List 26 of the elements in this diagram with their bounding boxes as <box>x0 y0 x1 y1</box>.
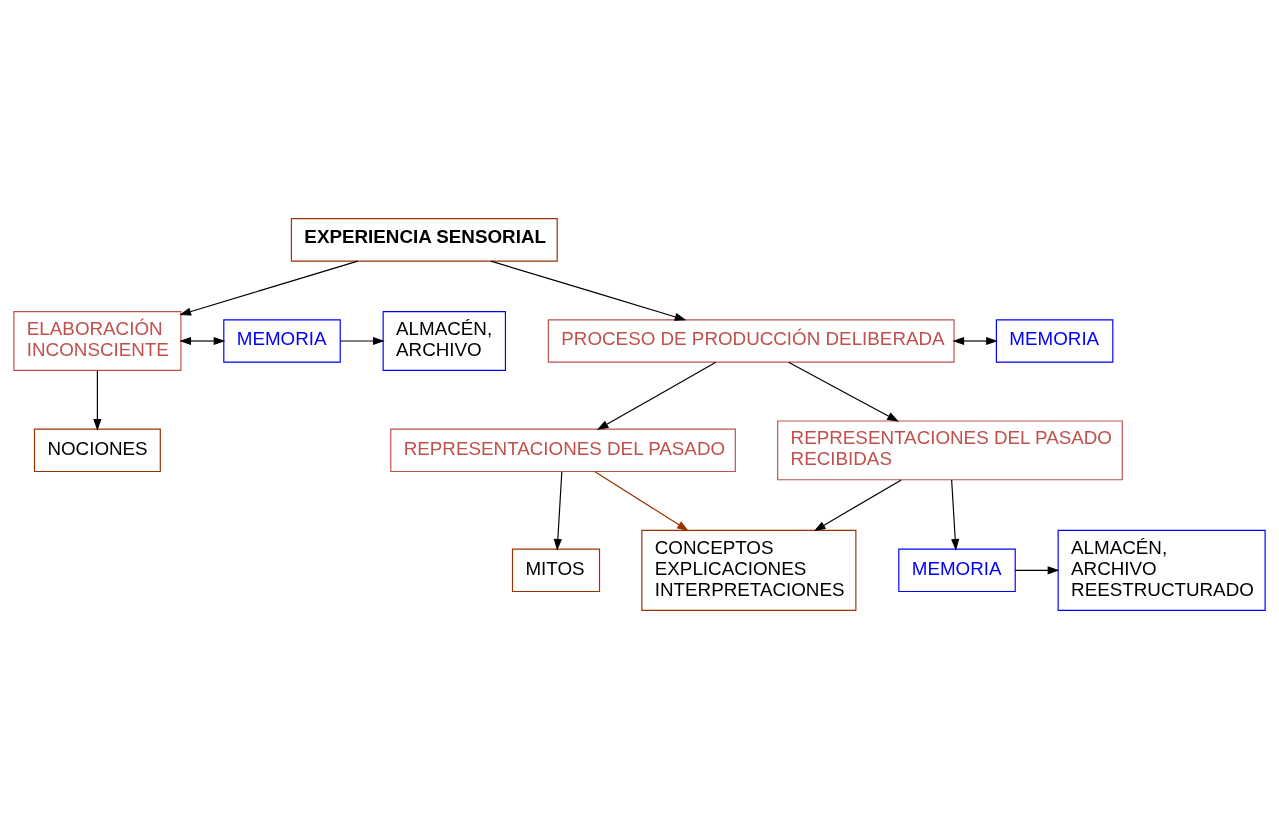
arrow <box>339 336 385 345</box>
arrow <box>951 478 960 551</box>
node-box: ALMACÉN, ARCHIVO REESTRUCTURADO <box>1057 529 1266 611</box>
arrow <box>788 361 899 422</box>
arrow <box>179 336 226 345</box>
node-box: MEMORIA <box>223 318 341 363</box>
node-box: REPRESENTACIONES DEL PASADO <box>390 428 736 472</box>
arrow <box>179 260 359 316</box>
node-box: MEMORIA <box>898 548 1016 592</box>
node-box: CONCEPTOS EXPLICACIONES INTERPRETACIONES <box>641 529 857 611</box>
arrow <box>553 470 563 551</box>
node-box: ELABORACIÓN INCONSCIENTE <box>13 310 182 371</box>
node-box: MEMORIA <box>995 318 1114 363</box>
arrow <box>596 361 717 430</box>
node-box: PROCESO DE PRODUCCIÓN DELIBERADA <box>547 318 955 363</box>
arrow <box>594 470 689 531</box>
arrow <box>952 336 998 345</box>
node-box: NOCIONES <box>33 428 161 472</box>
arrow <box>490 260 687 321</box>
node-box: EXPERIENCIA SENSORIAL <box>290 217 558 262</box>
node-box: MITOS <box>511 548 601 592</box>
arrow <box>1014 565 1060 574</box>
node-box: ALMACÉN, ARCHIVO <box>382 310 507 371</box>
node-box: REPRESENTACIONES DEL PASADO RECIBIDAS <box>777 419 1123 480</box>
arrow <box>93 369 102 431</box>
arrow <box>813 478 902 531</box>
